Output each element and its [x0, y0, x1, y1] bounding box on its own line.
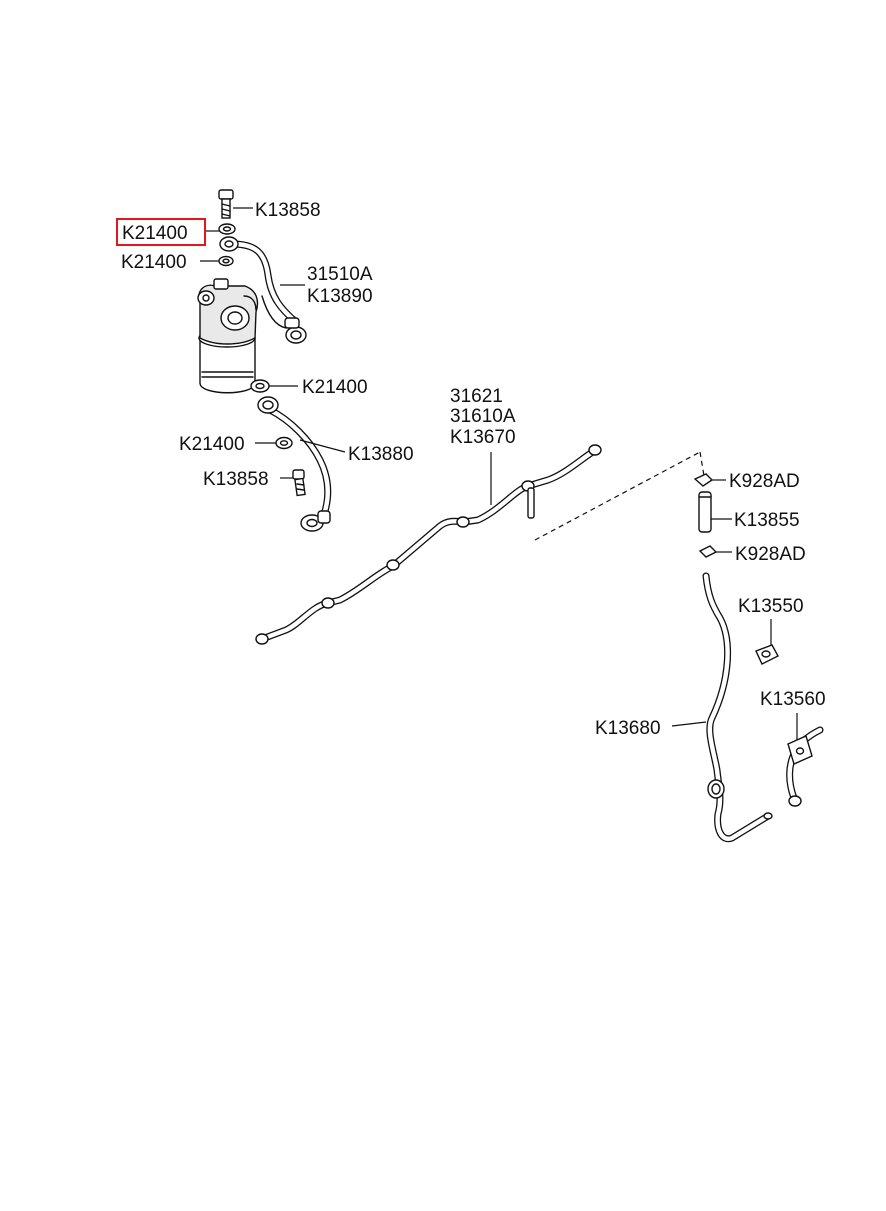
label-tube-long-a[interactable]: 31621 [450, 386, 503, 407]
clamp[interactable] [755, 619, 779, 665]
label-washer-lower[interactable]: K21400 [179, 434, 245, 455]
lower-hose[interactable] [257, 396, 346, 532]
washer-second[interactable] [200, 255, 234, 267]
upper-hose[interactable] [219, 236, 307, 344]
label-tube-long-b[interactable]: 31610A [450, 406, 516, 427]
clip-upper[interactable] [693, 473, 726, 487]
washer-lower[interactable] [255, 436, 293, 450]
long-fuel-tube[interactable] [255, 444, 705, 645]
label-hose-upper-b[interactable]: K13890 [307, 286, 373, 307]
label-bolt-top[interactable]: K13858 [255, 200, 321, 221]
bolt-lower[interactable] [280, 469, 306, 497]
bracket[interactable] [786, 713, 824, 807]
return-tube[interactable] [671, 572, 773, 843]
label-washer-filter-bottom[interactable]: K21400 [302, 377, 368, 398]
label-washer-top-highlighted[interactable]: K21400 [122, 223, 188, 244]
highlight-box [116, 218, 206, 246]
label-bolt-lower[interactable]: K13858 [203, 469, 269, 490]
fuel-filter[interactable] [197, 278, 259, 394]
bolt-top[interactable] [218, 189, 253, 219]
label-clamp[interactable]: K13550 [738, 596, 804, 617]
label-hose-upper-a[interactable]: 31510A [307, 264, 373, 285]
label-hose-short[interactable]: K13855 [734, 510, 800, 531]
label-tube-return[interactable]: K13680 [595, 718, 661, 739]
label-clip-lower[interactable]: K928AD [735, 544, 806, 565]
label-tube-long-c[interactable]: K13670 [450, 427, 516, 448]
washer-filter-bottom[interactable] [250, 379, 298, 393]
label-bracket[interactable]: K13560 [760, 689, 826, 710]
label-clip-upper[interactable]: K928AD [729, 471, 800, 492]
label-hose-lower[interactable]: K13880 [348, 444, 414, 465]
label-washer-second[interactable]: K21400 [121, 252, 187, 273]
short-hose[interactable] [698, 491, 732, 533]
washer-top-highlighted[interactable] [205, 223, 236, 235]
clip-lower[interactable] [698, 545, 732, 558]
